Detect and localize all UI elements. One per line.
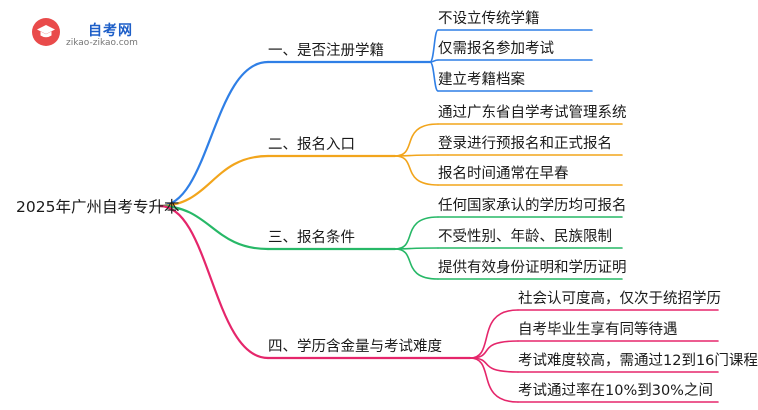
branch-registration: 一、是否注册学籍 [268,43,384,59]
leaf-item: 不受性别、年龄、民族限制 [438,229,612,245]
graduation-cap-icon [32,18,60,46]
leaf-item: 社会认可度高，仅次于统招学历 [518,291,721,307]
connector-line [158,204,270,360]
connector-line [469,340,519,359]
leaf-item: 报名时间通常在早春 [438,166,569,182]
logo-name: 自考网 [88,23,133,39]
connector-line [394,123,439,157]
root-topic: 2025年广州自考专升本 [16,198,180,216]
leaf-item: 考试难度较高，需通过12到16门课程 [518,353,758,369]
site-logo: 自考网 zikao-zikao.com [30,14,150,50]
connector-line [429,29,439,63]
connector-line [394,216,439,250]
connector-line [158,204,270,251]
branch-value-difficulty: 四、学历含金量与考试难度 [268,339,442,355]
connector-line [469,309,519,359]
connector-line [394,155,439,186]
leaf-item: 建立考籍档案 [438,72,525,88]
leaf-item: 登录进行预报名和正式报名 [438,136,612,152]
connector-line [158,154,270,208]
leaf-item: 任何国家承认的学历均可报名 [438,198,627,214]
connector-line [158,60,270,208]
connector-line [394,154,439,157]
connector-line [394,247,439,250]
logo-url: zikao-zikao.com [66,38,138,48]
connector-line [469,357,519,403]
connector-line [394,248,439,280]
leaf-item: 自考毕业生享有同等待遇 [518,322,678,338]
leaf-item: 仅需报名参加考试 [438,41,554,57]
branch-entry: 二、报名入口 [268,137,355,153]
leaf-item: 提供有效身份证明和学历证明 [438,260,627,276]
leaf-item: 通过广东省自学考试管理系统 [438,105,627,121]
branch-conditions: 三、报名条件 [268,230,355,246]
leaf-item: 不设立传统学籍 [438,11,540,27]
connector-line [429,61,439,92]
leaf-item: 考试通过率在10%到30%之间 [518,383,713,399]
